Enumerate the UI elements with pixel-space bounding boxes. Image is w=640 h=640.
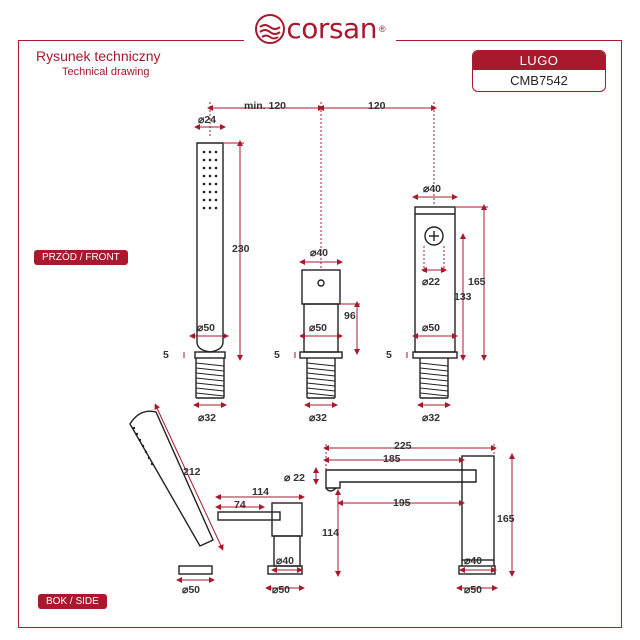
side-spray-nozzles (132, 426, 154, 466)
dim-handshower-thread-32: ⌀32 (198, 412, 217, 424)
registered-mark: ® (378, 23, 386, 34)
front-diverter (299, 269, 343, 399)
dim-side-spout-185: 185 (383, 453, 401, 465)
dimension-lines (154, 102, 515, 591)
brand-logo: corsan ® (0, 12, 640, 50)
brand-name: corsan (286, 12, 377, 45)
dim-diverter-base-50: ⌀50 (309, 322, 328, 334)
front-hand-shower (194, 142, 226, 399)
dim-side-diverter-114: 114 (252, 486, 269, 498)
dim-spout-plate-5: 5 (386, 349, 392, 361)
model-box: LUGO CMB7542 (472, 50, 606, 92)
front-spout-mixer (412, 206, 458, 399)
spout-thread (419, 362, 449, 397)
dim-spout-height-165: 165 (468, 276, 486, 288)
dim-side-spout-body-40: ⌀40 (464, 555, 483, 567)
front-view-badge: PRZÓD / FRONT (34, 250, 128, 265)
dim-handshower-diameter-24: ⌀24 (198, 114, 217, 126)
hand-shower-thread (195, 362, 225, 397)
dim-side-spout-base-50: ⌀50 (464, 584, 483, 596)
dim-side-diverter-base-50: ⌀50 (272, 584, 291, 596)
dim-spout-diameter-40: ⌀40 (423, 183, 442, 195)
title-polish: Rysunek techniczny (36, 48, 161, 64)
dim-side-spout-195: 195 (393, 497, 411, 509)
wave-logo-icon (255, 13, 286, 44)
dim-diverter-height-96: 96 (344, 310, 356, 322)
dim-handshower-plate-5: 5 (163, 349, 169, 361)
title-english: Technical drawing (62, 66, 150, 78)
dim-diverter-thread-32: ⌀32 (309, 412, 328, 424)
dim-spacing-120: 120 (368, 100, 386, 112)
dim-diverter-plate-5: 5 (274, 349, 280, 361)
dim-side-spout-outlet-22: ⌀ 22 (284, 472, 305, 484)
model-code: CMB7542 (510, 73, 568, 88)
dim-handshower-base-50: ⌀50 (197, 322, 216, 334)
dim-side-diverter-74: 74 (234, 499, 246, 511)
dim-diverter-diameter-40: ⌀40 (310, 247, 329, 259)
dim-spout-thread-32: ⌀32 (422, 412, 441, 424)
dim-spout-height-133: 133 (454, 291, 472, 303)
dim-side-spout-114: 114 (322, 527, 339, 539)
diverter-thread (306, 362, 336, 397)
dim-side-spout-225: 225 (394, 440, 412, 452)
side-hand-shower (129, 410, 214, 575)
side-view-badge: BOK / SIDE (38, 594, 107, 609)
dim-spout-handle-22: ⌀22 (422, 276, 441, 288)
dim-side-spout-165: 165 (497, 513, 515, 525)
dim-handshower-height-230: 230 (232, 243, 250, 255)
spray-nozzles (202, 150, 218, 210)
dim-side-handshower-base-50: ⌀50 (182, 584, 201, 596)
model-name: LUGO (473, 51, 605, 70)
dim-side-diverter-body-40: ⌀40 (276, 555, 295, 567)
dim-spout-base-50: ⌀50 (422, 322, 441, 334)
dim-side-handshower-212: 212 (183, 466, 201, 478)
dim-min-120: min. 120 (244, 100, 287, 112)
side-diverter (217, 502, 303, 575)
